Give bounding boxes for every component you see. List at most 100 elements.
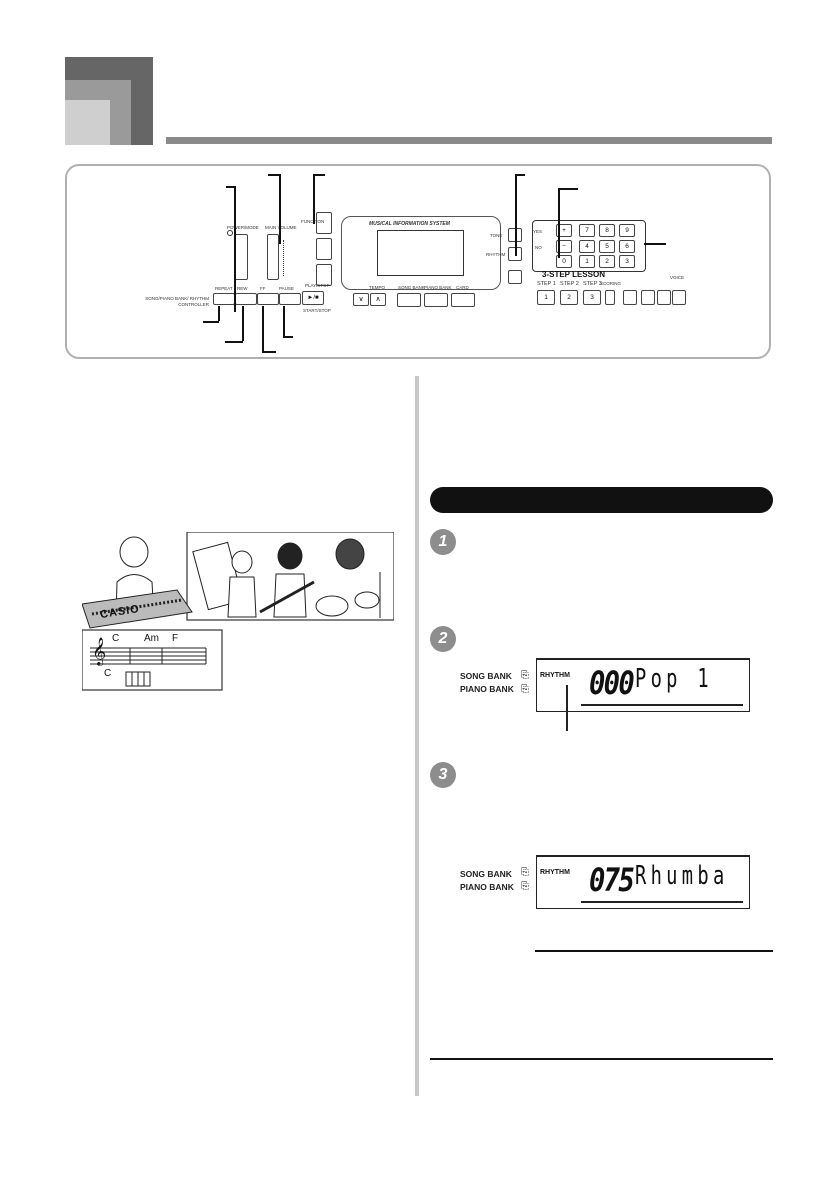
display1-bank-labels: SONG BANK PIANO BANK <box>460 670 514 696</box>
step3-button[interactable]: 3 <box>583 290 601 305</box>
leader-function <box>313 174 315 224</box>
display1-lcd: RHYTHM 000 Pop 1 <box>536 658 750 712</box>
leader-ff-h <box>262 351 276 353</box>
number-key-4[interactable]: 4 <box>579 240 595 253</box>
leader-ff <box>262 306 264 351</box>
display2-bank-icon-1: ⎘ <box>521 867 529 878</box>
start-stop-label: START/STOP <box>303 308 331 313</box>
main-volume-slider[interactable] <box>267 234 279 280</box>
leader-numpad <box>644 243 666 245</box>
power-indicator-icon <box>227 230 233 236</box>
pause-label: PAUSE <box>279 286 294 291</box>
leader-repeat-h <box>203 321 219 323</box>
leader-power <box>234 186 236 312</box>
display-brand: MUSICAL INFORMATION SYSTEM <box>369 221 450 227</box>
tempo-up-button[interactable]: ∧ <box>370 293 386 306</box>
band-illustration-svg <box>81 531 395 691</box>
step-1-badge: 1 <box>430 529 456 555</box>
power-mode-switch[interactable] <box>234 234 248 280</box>
leader-tone <box>515 174 517 256</box>
plus-key[interactable]: + <box>556 224 572 237</box>
main-volume-label: MAIN VOLUME <box>265 225 297 230</box>
scoring-button[interactable] <box>605 290 615 305</box>
display2-name: Rhumba <box>635 861 729 891</box>
play-stop-button[interactable]: ►/■ <box>302 291 324 305</box>
lesson-part-both-button[interactable] <box>657 290 671 305</box>
rew-button[interactable] <box>235 293 257 305</box>
number-key-8[interactable]: 8 <box>599 224 615 237</box>
leader-yesno-h <box>558 188 578 190</box>
display1-piano-bank: PIANO BANK <box>460 684 514 694</box>
step1-button[interactable]: 1 <box>537 290 555 305</box>
no-label: NO <box>535 245 542 250</box>
number-key-9[interactable]: 9 <box>619 224 635 237</box>
display2-number: 075 <box>589 861 635 899</box>
chord-am: Am <box>144 633 159 644</box>
repeat-button[interactable] <box>213 293 235 305</box>
number-key-7[interactable]: 7 <box>579 224 595 237</box>
yes-label: YES <box>533 229 543 234</box>
column-divider <box>415 376 419 1096</box>
number-key-6[interactable]: 6 <box>619 240 635 253</box>
song-bank-label: SONG BANK <box>398 285 425 290</box>
extra-button[interactable] <box>508 270 522 284</box>
display1-song-bank: SONG BANK <box>460 671 512 681</box>
ff-label: FF <box>260 286 266 291</box>
display2-rhythm-indicator: RHYTHM <box>540 869 570 876</box>
display1-rhythm-indicator: RHYTHM <box>540 672 570 679</box>
voice-button[interactable] <box>672 290 686 305</box>
lcd-display-frame <box>341 216 501 290</box>
card-button[interactable] <box>451 293 475 307</box>
section-heading-bar <box>430 487 773 513</box>
song-bank-button[interactable] <box>397 293 421 307</box>
side-button-2[interactable] <box>316 238 332 260</box>
step-2-badge: 2 <box>430 626 456 652</box>
repeat-label: REPEAT <box>215 286 233 291</box>
number-pad-frame <box>532 220 646 272</box>
number-key-5[interactable]: 5 <box>599 240 615 253</box>
display1-underline <box>581 704 743 706</box>
leader-yesno <box>558 188 560 258</box>
tempo-down-button[interactable]: ∨ <box>353 293 369 306</box>
card-label: CARD <box>456 285 469 290</box>
voice-label: VOICE <box>670 275 685 280</box>
display1-number: 000 <box>589 664 635 702</box>
note-rule-bottom <box>430 1058 773 1060</box>
minus-key[interactable]: − <box>556 240 572 253</box>
function-label: FUNCTION <box>301 219 324 225</box>
leader-pause-h <box>283 336 293 338</box>
step-3-badge: 3 <box>430 762 456 788</box>
rhythm-label: RHYTHM <box>486 252 506 257</box>
zero-key[interactable]: 0 <box>556 255 572 268</box>
ff-button[interactable] <box>257 293 279 305</box>
play-stop-label: PLAY/STOP <box>305 283 330 288</box>
power-mode-label: POWER/MODE <box>227 225 259 230</box>
step2-button[interactable]: 2 <box>560 290 578 305</box>
leader-function-h <box>313 174 325 176</box>
lcd-screen <box>377 230 464 276</box>
display1-bank-icon-2: ⎘ <box>521 684 529 695</box>
step1-label: STEP 1 <box>537 281 556 287</box>
number-key-2[interactable]: 2 <box>599 255 615 268</box>
step2-label: STEP 2 <box>560 281 579 287</box>
side-button-3[interactable] <box>316 264 332 286</box>
chord-c-top: C <box>112 633 120 644</box>
display1-name: Pop 1 <box>635 664 713 694</box>
note-rule-top <box>535 950 773 952</box>
lesson-part-right-button[interactable] <box>641 290 655 305</box>
number-key-1[interactable]: 1 <box>579 255 595 268</box>
lesson-part-left-button[interactable] <box>623 290 637 305</box>
display2-piano-bank: PIANO BANK <box>460 882 514 892</box>
chord-c-bottom: C <box>104 668 112 679</box>
number-key-3[interactable]: 3 <box>619 255 635 268</box>
display2-song-bank: SONG BANK <box>460 869 512 879</box>
header-rule <box>166 137 772 144</box>
pause-button[interactable] <box>279 293 301 305</box>
piano-bank-button[interactable] <box>424 293 448 307</box>
leader-repeat <box>218 306 220 321</box>
function-button[interactable] <box>316 212 332 234</box>
display2-bank-icon-2: ⎘ <box>521 881 529 892</box>
volume-scale-icon <box>283 240 289 276</box>
rew-label: REW <box>237 286 248 291</box>
leader-tone-h <box>515 174 525 176</box>
